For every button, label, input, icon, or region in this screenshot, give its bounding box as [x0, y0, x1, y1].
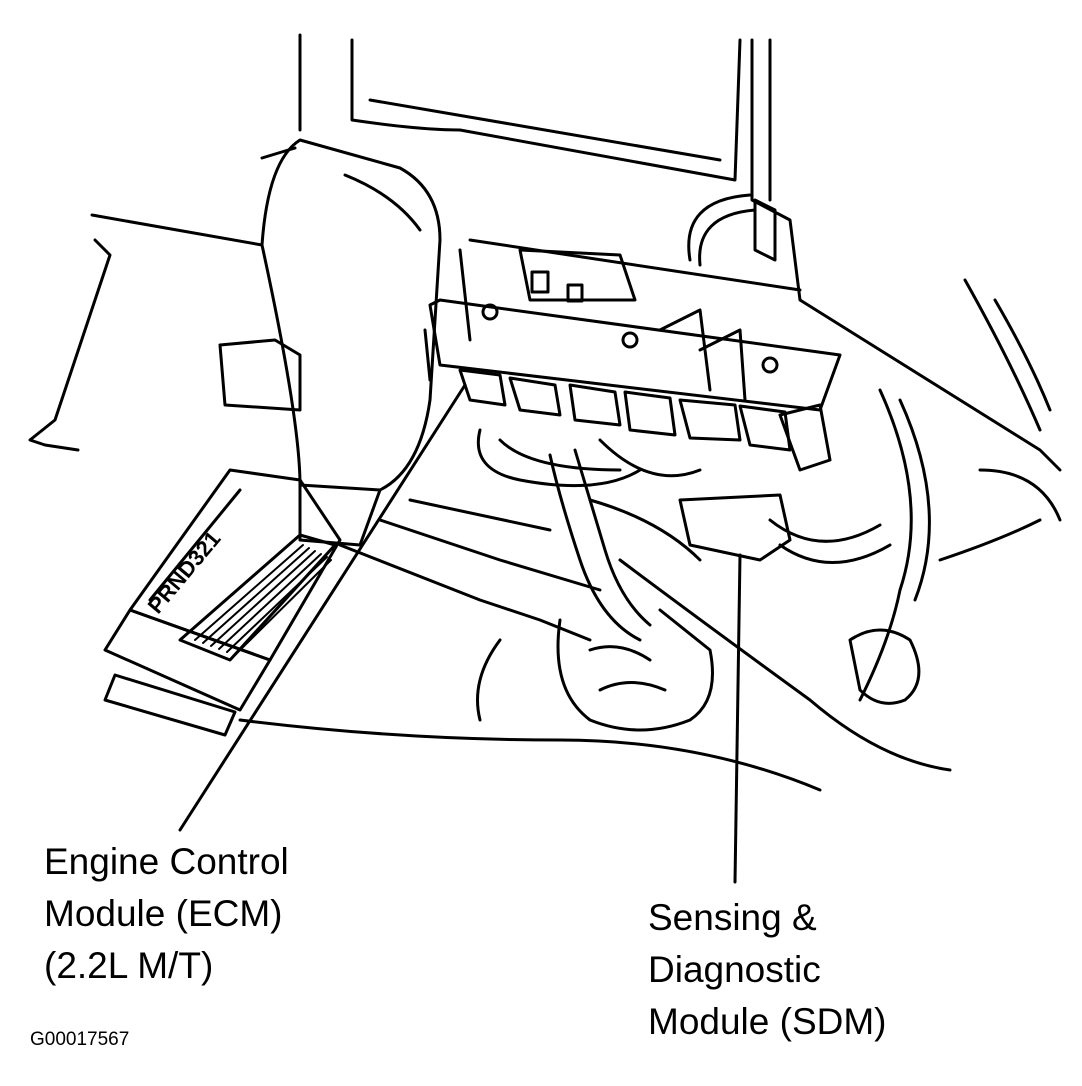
sdm-callout-line: Module (SDM)	[648, 1001, 887, 1042]
conduit	[548, 448, 892, 642]
ecm-callout-line: Engine Control	[44, 841, 289, 882]
sdm-callout: Sensing & Diagnostic Module (SDM)	[648, 892, 887, 1048]
shift-pattern-text: PRND321	[143, 526, 226, 618]
lower-console	[238, 468, 1062, 792]
shift-indicator-grille	[194, 544, 332, 656]
upper-console-outline	[298, 33, 1062, 472]
left-panel-outline	[28, 146, 302, 452]
figure-id: G00017567	[30, 1029, 130, 1050]
sdm-leader-line	[733, 553, 742, 884]
shift-indicator-plate	[103, 468, 342, 737]
ecm-callout: Engine Control Module (ECM) (2.2L M/T)	[44, 836, 289, 992]
sdm-callout-line: Sensing &	[648, 897, 817, 938]
sdm-callout-line: Diagnostic	[648, 949, 821, 990]
ecm-callout-line: (2.2L M/T)	[44, 945, 214, 986]
ecm-leader-line	[178, 383, 467, 832]
sdm-module	[678, 493, 792, 562]
shifter-boot	[260, 138, 442, 547]
wiring-harness	[476, 193, 952, 772]
module-bracket	[423, 238, 842, 412]
hand	[556, 608, 714, 732]
ecm-callout-line: Module (ECM)	[44, 893, 283, 934]
connector-row	[458, 368, 832, 472]
